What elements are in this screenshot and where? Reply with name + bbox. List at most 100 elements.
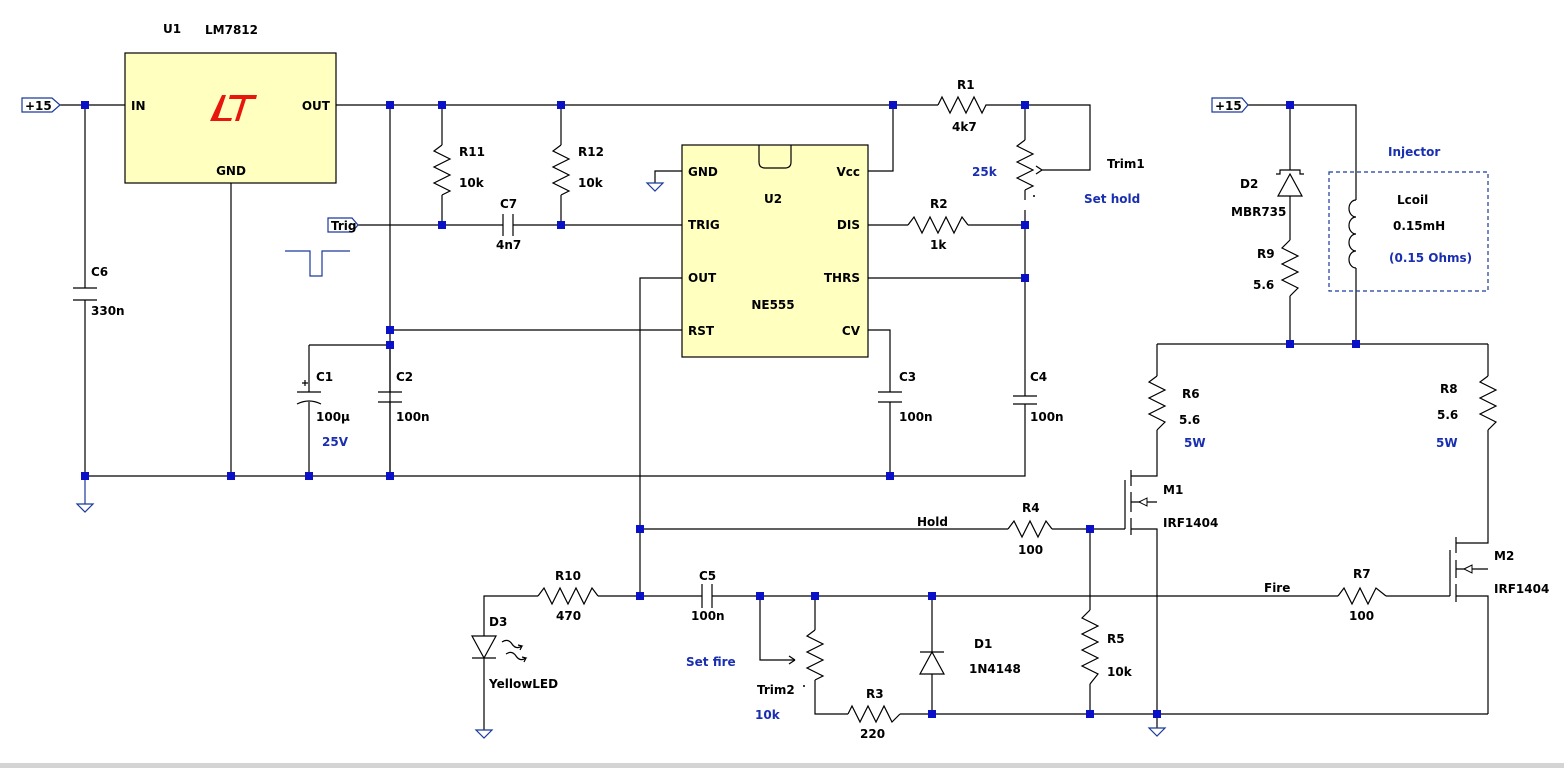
led-d3[interactable] [470,635,528,663]
capacitor-c1[interactable] [296,380,322,405]
inductor-lcoil[interactable] [1348,199,1357,269]
c3-ref: C3 [899,370,916,384]
c7-ref: C7 [500,197,517,211]
c3-value: 100n [899,410,933,424]
u1-ref: U1 [163,22,181,36]
capacitor-c2[interactable] [378,391,402,403]
r3-ref: R3 [866,687,884,701]
capacitor-c6[interactable] [73,287,97,301]
injector-label: Injector [1388,145,1440,159]
net-label-fire: Fire [1264,581,1290,595]
wires [60,104,1489,730]
c4-ref: C4 [1030,370,1047,384]
c4-value: 100n [1030,410,1064,424]
resistor-r5[interactable] [1080,609,1100,685]
r9-ref: R9 [1257,247,1275,261]
d3-ref: D3 [489,615,507,629]
r8-note: 5W [1436,436,1458,450]
lcoil-ref: Lcoil [1397,193,1428,207]
vin2-flag-text: +15 [1215,99,1242,113]
d3-value: YellowLED [488,677,558,691]
u2-ref: U2 [764,192,782,206]
resistor-r1[interactable] [937,95,990,115]
regulator-u1[interactable]: IN OUT GND [124,52,337,184]
ground-icon [645,182,665,192]
capacitor-c7[interactable] [502,214,514,236]
trigger-pulse-icon [285,250,350,277]
mosfet-m2[interactable] [1449,537,1489,602]
resistor-r3[interactable] [847,704,901,724]
r4-ref: R4 [1022,501,1040,515]
u1-part: LM7812 [205,23,258,37]
m1-ref: M1 [1163,483,1183,497]
r5-value: 10k [1107,665,1133,679]
resistor-r10[interactable] [537,586,599,606]
net-label-hold: Hold [917,515,948,529]
c1-value: 100µ [316,410,350,424]
r6-value: 5.6 [1179,413,1200,427]
capacitor-c5[interactable] [701,584,713,608]
resistor-r12[interactable] [551,144,571,196]
u2-pin-out: OUT [688,271,717,285]
diode-d2[interactable] [1276,169,1304,197]
r12-value: 10k [578,176,604,190]
trig-flag-text: Trig [331,219,357,233]
r2-value: 1k [930,238,947,252]
resistor-r11[interactable] [432,144,452,196]
u1-pin-in: IN [131,99,146,113]
trimmer-trim2[interactable] [788,629,825,687]
d2-value: MBR735 [1231,205,1286,219]
lcoil-note: (0.15 Ohms) [1389,251,1472,265]
light-emission-icon [501,639,528,663]
u1-pin-out: OUT [302,99,331,113]
ground-icon [474,729,494,739]
u2-pin-rst: RST [688,324,715,338]
diode-d1[interactable] [918,650,946,675]
m2-value: IRF1404 [1494,582,1549,596]
u2-pin-vcc: Vcc [836,165,860,179]
resistor-r4[interactable] [1007,519,1053,539]
m2-ref: M2 [1494,549,1514,563]
c5-ref: C5 [699,569,716,583]
net-flag-vin[interactable]: +15 [21,97,61,113]
r5-ref: R5 [1107,632,1125,646]
trim1-value: 25k [972,165,998,179]
r6-ref: R6 [1182,387,1200,401]
mosfet-m1[interactable] [1124,470,1158,535]
c2-value: 100n [396,410,430,424]
r7-ref: R7 [1353,567,1371,581]
r4-value: 100 [1018,543,1043,557]
r8-ref: R8 [1440,382,1458,396]
resistor-r6[interactable] [1147,375,1167,431]
net-flag-trig[interactable]: Trig [327,217,359,233]
net-flag-vin2[interactable]: +15 [1211,97,1249,113]
u2-pin-thrs: THRS [824,271,860,285]
u2-pin-cv: CV [842,324,861,338]
resistor-r8[interactable] [1478,375,1498,431]
u2-pin-dis: DIS [837,218,860,232]
c2-ref: C2 [396,370,413,384]
r1-ref: R1 [957,78,975,92]
trim2-note: Set fire [686,655,736,669]
timer-u2[interactable]: GND Vcc TRIG DIS OUT THRS RST CV U2 NE55… [681,144,869,358]
r7-value: 100 [1349,609,1374,623]
resistor-r7[interactable] [1337,586,1387,606]
bottom-scrollbar[interactable] [0,763,1564,768]
resistor-r9[interactable] [1280,239,1300,297]
d1-value: 1N4148 [969,662,1021,676]
linear-tech-logo-icon [210,95,257,121]
c6-value: 330n [91,304,125,318]
d2-ref: D2 [1240,177,1258,191]
trim2-value: 10k [755,708,781,722]
resistor-r2[interactable] [907,215,969,235]
u2-pin-trig: TRIG [688,218,720,232]
c5-value: 100n [691,609,725,623]
r6-note: 5W [1184,436,1206,450]
trimmer-trim1[interactable] [1015,139,1043,197]
capacitor-c3[interactable] [878,391,902,403]
r3-value: 220 [860,727,885,741]
trim1-ref: Trim1 [1107,157,1145,171]
capacitor-c4[interactable] [1013,395,1037,405]
ground-icon [1147,727,1167,737]
